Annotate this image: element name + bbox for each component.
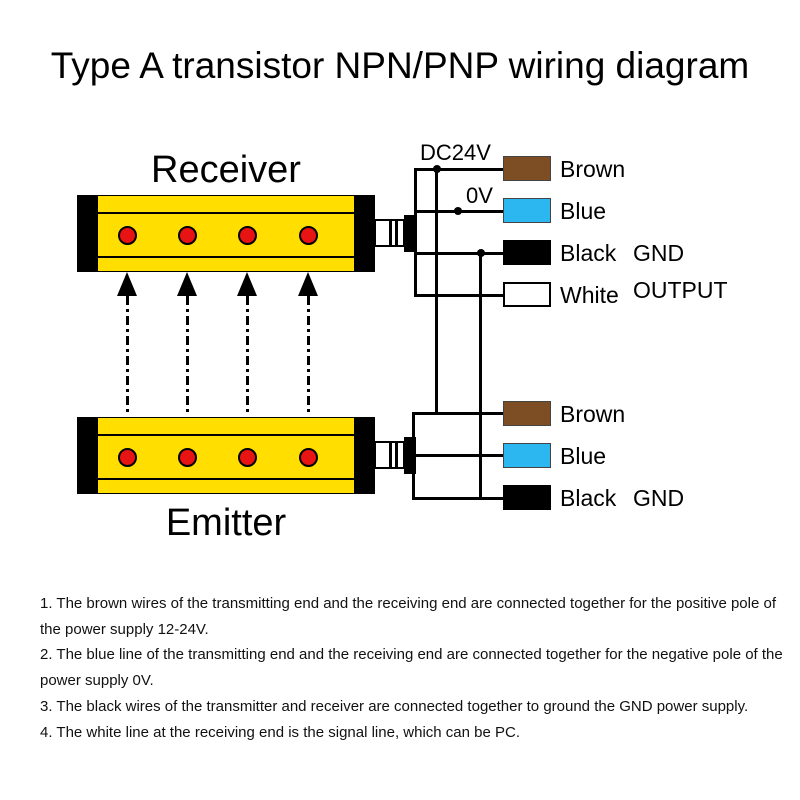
emitter-brown-swatch xyxy=(503,401,551,426)
note-1: 1. The brown wires of the transmitting e… xyxy=(40,595,777,638)
gnd-link-line xyxy=(479,252,482,500)
arrow-head-icon xyxy=(117,272,137,296)
receiver-end-cap-right xyxy=(354,195,375,272)
emitter-black-wire-line xyxy=(412,497,503,500)
receiver-blue-swatch xyxy=(503,198,551,223)
emitter-inner-line-bottom xyxy=(98,478,354,480)
receiver-inner-line-bottom xyxy=(98,256,354,258)
receiver-black-label: Black xyxy=(560,240,617,266)
notes-section: 1. The brown wires of the transmitting e… xyxy=(40,591,788,745)
junction-dot-dc24v xyxy=(433,165,441,173)
receiver-beam-dot xyxy=(299,226,318,245)
emitter-blue-swatch xyxy=(503,443,551,468)
arrow-head-icon xyxy=(298,272,318,296)
emitter-blue-wire-line xyxy=(412,454,503,457)
receiver-brown-swatch xyxy=(503,156,551,181)
receiver-black-wire-line xyxy=(414,252,503,255)
receiver-connector-ring xyxy=(395,219,398,247)
emitter-beam-dot xyxy=(299,448,318,467)
receiver-brown-wire-line xyxy=(414,168,503,171)
arrow-dashed-shaft xyxy=(306,296,310,416)
receiver-connector-socket xyxy=(404,215,416,252)
emitter-beam-dot xyxy=(178,448,197,467)
arrow-dashed-shaft xyxy=(125,296,129,416)
emitter-brown-wire-line xyxy=(412,412,503,415)
emitter-connector-ring xyxy=(389,441,392,469)
zero-volt-label: 0V xyxy=(466,183,493,208)
receiver-output-label: OUTPUT xyxy=(633,277,728,303)
page-title: Type A transistor NPN/PNP wiring diagram xyxy=(50,45,750,86)
note-3: 3. The black wires of the transmitter an… xyxy=(40,697,749,715)
emitter-black-label: Black xyxy=(560,485,617,511)
receiver-bar xyxy=(77,195,375,272)
receiver-inner-line-top xyxy=(98,212,354,214)
emitter-bar xyxy=(77,417,375,494)
receiver-connector-ring xyxy=(389,219,392,247)
arrow-head-icon xyxy=(177,272,197,296)
emitter-beam-dot xyxy=(118,448,137,467)
emitter-end-cap-left xyxy=(77,417,98,494)
beam-arrow xyxy=(237,272,257,416)
receiver-beam-dot xyxy=(238,226,257,245)
receiver-cable-bus-line xyxy=(414,168,417,297)
emitter-inner-line-top xyxy=(98,434,354,436)
receiver-beam-dot xyxy=(178,226,197,245)
receiver-black-swatch xyxy=(503,240,551,265)
note-4: 4. The white line at the receiving end i… xyxy=(40,723,520,741)
beam-arrow xyxy=(298,272,318,416)
receiver-gnd-label: GND xyxy=(633,240,685,266)
receiver-end-cap-left xyxy=(77,195,98,272)
dc24v-link-line xyxy=(435,168,438,415)
emitter-blue-label: Blue xyxy=(560,443,607,469)
junction-dot-0v xyxy=(454,207,462,215)
receiver-label: Receiver xyxy=(151,149,301,191)
emitter-gnd-label: GND xyxy=(633,485,685,511)
note-2: 2. The blue line of the transmitting end… xyxy=(40,646,783,690)
arrow-head-icon xyxy=(237,272,257,296)
receiver-beam-dot xyxy=(118,226,137,245)
emitter-black-swatch xyxy=(503,485,551,510)
receiver-blue-label: Blue xyxy=(560,198,607,224)
receiver-white-swatch xyxy=(503,282,551,307)
arrow-dashed-shaft xyxy=(185,296,189,416)
receiver-white-wire-line xyxy=(414,294,503,297)
receiver-white-label: White xyxy=(560,282,619,308)
beam-arrow xyxy=(177,272,197,416)
junction-dot-gnd xyxy=(477,249,485,257)
arrow-dashed-shaft xyxy=(245,296,249,416)
dc24v-label: DC24V xyxy=(420,140,491,165)
receiver-brown-label: Brown xyxy=(560,156,626,182)
emitter-connector-ring xyxy=(395,441,398,469)
emitter-label: Emitter xyxy=(165,502,287,544)
emitter-brown-label: Brown xyxy=(560,401,626,427)
emitter-beam-dot xyxy=(238,448,257,467)
emitter-end-cap-right xyxy=(354,417,375,494)
beam-arrow xyxy=(117,272,137,416)
